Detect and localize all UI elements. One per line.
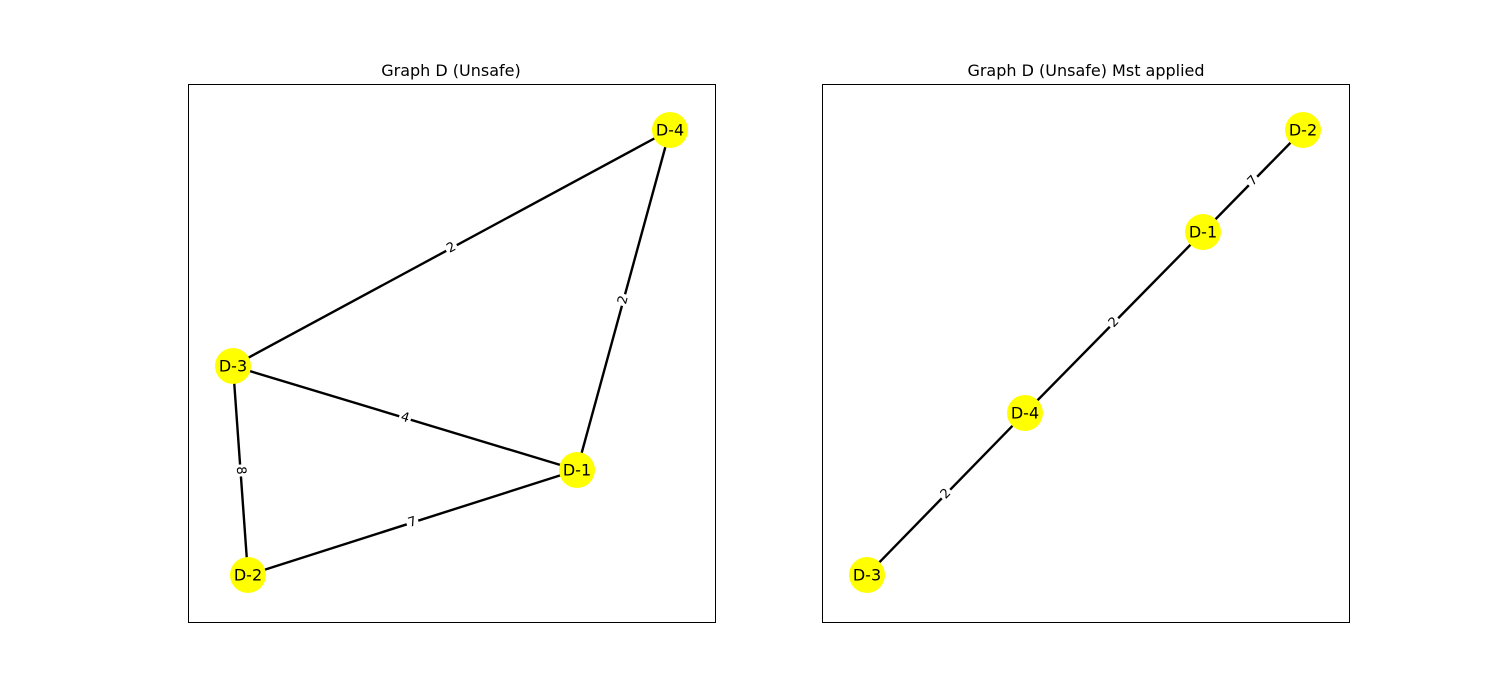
edge-weight-label-background xyxy=(1104,312,1124,333)
edge-weight-label-group: 7 xyxy=(404,513,421,532)
node-label: D-2 xyxy=(1289,121,1317,140)
node-circle xyxy=(215,348,251,384)
node-label: D-3 xyxy=(219,357,247,376)
panel-right-frame xyxy=(822,84,1350,623)
edge-weight-label-background xyxy=(396,408,414,428)
edge-weight-label-background xyxy=(1243,171,1263,191)
edge-weight-label-group: 8 xyxy=(232,463,249,478)
node-d-2: D-2 xyxy=(230,557,266,593)
edge-weight-label: 2 xyxy=(615,294,632,306)
panel-left-frame xyxy=(188,84,716,623)
node-circle xyxy=(1185,214,1221,250)
edge-weight-label-background xyxy=(404,513,421,532)
panel-left: Graph D (Unsafe) 2 2 4 8 7 D-1D-2 D-3 D-4 xyxy=(188,61,716,623)
node-label: D-2 xyxy=(234,566,262,585)
node-d-1: D-1 xyxy=(1185,214,1221,250)
edge-weight-label-background xyxy=(232,463,249,478)
node-circle xyxy=(559,452,595,488)
edge-weight-label-background xyxy=(936,484,956,504)
node-d-3: D-3 xyxy=(849,557,885,593)
edge-weight-label-group: 7 xyxy=(1243,171,1263,191)
node-d-4: D-4 xyxy=(652,112,688,148)
node-circle xyxy=(849,557,885,593)
node-d-3: D-3 xyxy=(215,348,251,384)
node-label: D-3 xyxy=(853,566,881,585)
node-circle xyxy=(230,557,266,593)
node-label: D-1 xyxy=(563,461,591,480)
edge-weight-label: 8 xyxy=(233,466,249,475)
node-label: D-4 xyxy=(1011,404,1039,423)
edge-weight-label-group: 4 xyxy=(396,408,414,428)
node-label: D-4 xyxy=(656,121,684,140)
panel-right-title: Graph D (Unsafe) Mst applied xyxy=(967,61,1204,80)
node-d-4: D-4 xyxy=(1007,395,1043,431)
node-d-2: D-2 xyxy=(1285,112,1321,148)
node-circle xyxy=(652,112,688,148)
edge-weight-label-group: 2 xyxy=(442,238,461,258)
node-d-1: D-1 xyxy=(559,452,595,488)
node-circle xyxy=(1285,112,1321,148)
edge-weight-label-background xyxy=(442,238,461,258)
edge-weight-label-group: 2 xyxy=(1104,312,1124,333)
node-label: D-1 xyxy=(1189,223,1217,242)
panel-left-title: Graph D (Unsafe) xyxy=(381,61,521,80)
edge-weight-label-background xyxy=(614,292,633,308)
node-circle xyxy=(1007,395,1043,431)
panel-right: Graph D (Unsafe) Mst applied 7 2 2 D-2D-1D… xyxy=(822,61,1350,623)
edge-weight-label-group: 2 xyxy=(936,484,956,504)
edge-weight-label-group: 2 xyxy=(614,292,633,308)
